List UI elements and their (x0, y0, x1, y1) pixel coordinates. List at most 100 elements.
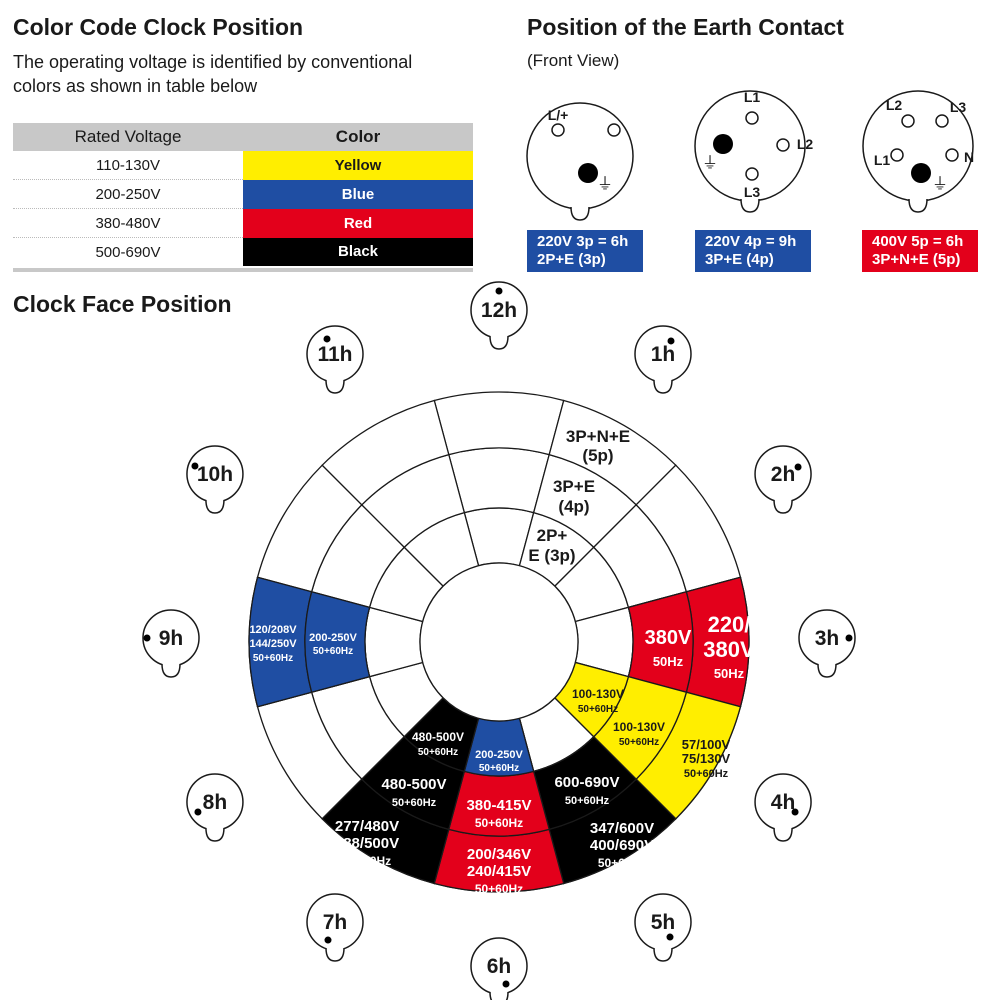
ring-label-inner: E (3p) (528, 546, 575, 565)
segment-voltage-label: 57/100V (682, 737, 731, 752)
pin-hole (935, 114, 949, 128)
table-row: 110-130V Yellow (13, 151, 473, 180)
hour-socket-tab-mask (491, 332, 507, 338)
caption-line-2: 3P+E (4p) (705, 251, 774, 268)
segment-frequency-label: 50+60Hz (343, 854, 391, 868)
segment-frequency-label: 50+60Hz (253, 653, 293, 664)
hour-socket-tab (161, 663, 181, 678)
segment-voltage-label: 220/ (708, 612, 751, 637)
hour-socket-tab (325, 379, 345, 394)
earth-caption-3p: 220V 3p = 6h 2P+E (3p) (527, 230, 643, 272)
segment-voltage-label: 600-690V (554, 774, 619, 791)
hour-socket-tab (325, 948, 345, 962)
segment-voltage-label: 380V (645, 627, 692, 649)
socket-5p-tab (908, 198, 928, 213)
hour-label: 8h (203, 791, 228, 814)
hour-socket-tab (653, 379, 673, 394)
hour-earth-dot (191, 462, 199, 470)
caption-line-1: 220V 3p = 6h (537, 233, 629, 250)
earth-contact-title: Position of the Earth Contact (527, 14, 844, 40)
segment-voltage-label: 100-130V (613, 720, 665, 734)
hour-label: 12h (481, 299, 517, 322)
hour-socket-tab-mask (775, 496, 792, 502)
ring-label-inner: 2P+ (537, 526, 568, 545)
earth-pin (911, 163, 931, 183)
caption-line-2: 2P+E (3p) (537, 251, 606, 268)
segment-voltage-label: 75/130V (682, 751, 731, 766)
segment-voltage-label: 240/415V (467, 863, 531, 880)
segment-frequency-label: 50+60Hz (418, 747, 458, 758)
hour-socket-tab (205, 827, 225, 842)
voltage-cell: 200-250V (13, 179, 243, 209)
earth-icon: ⏚ (932, 175, 948, 193)
pin-hole (551, 123, 565, 137)
hour-socket (754, 445, 812, 514)
hour-socket (306, 325, 364, 394)
socket-4p-tab-mask (742, 195, 758, 201)
pin-hole (745, 167, 759, 181)
hour-socket (186, 445, 244, 514)
ring-label-outer: 3P+N+E (566, 427, 630, 446)
pin-hole (745, 111, 759, 125)
hour-socket-tab-mask (163, 660, 179, 666)
segment-voltage-label: 144/250V (249, 638, 297, 650)
pin-hole (890, 148, 904, 162)
hour-socket-tab-mask (206, 824, 223, 830)
voltage-cell: 110-130V (96, 156, 160, 174)
pin-label: L1 (744, 89, 761, 105)
hour-earth-dot (194, 808, 202, 816)
header-rated-voltage: Rated Voltage (13, 123, 243, 151)
segment-voltage-label: 277/480V (335, 818, 399, 835)
earth-pin (578, 163, 598, 183)
clock-face-title: Clock Face Position (13, 291, 232, 317)
segment-voltage-label: 200/346V (467, 846, 531, 863)
ring-sector (447, 447, 551, 514)
ring-label-middle: 3P+E (553, 477, 595, 496)
socket-4p-tab (740, 198, 760, 213)
table-row: 500-690V Black (13, 237, 473, 266)
hour-label: 10h (197, 463, 233, 486)
segment-voltage-label: 200-250V (475, 749, 523, 761)
hour-socket-tab-mask (819, 660, 835, 666)
segment-voltage-label: 347/600V (590, 820, 654, 837)
earth-caption-4p: 220V 4p = 9h 3P+E (4p) (695, 230, 811, 272)
hour-socket (470, 281, 528, 350)
socket-3p-tab-mask (572, 203, 588, 209)
voltage-color-table: Rated Voltage Color 110-130V Yellow 200-… (13, 123, 473, 266)
segment-frequency-label: 50+60Hz (475, 882, 523, 896)
pin-label: L2 (797, 136, 814, 152)
segment-frequency-label: 50+60Hz (684, 768, 729, 780)
pin-label: L2 (886, 97, 903, 113)
hour-socket-tab-mask (775, 824, 792, 830)
hour-socket-tab-mask (327, 944, 343, 951)
header-color: Color (243, 123, 473, 151)
socket-4p (694, 90, 806, 213)
socket-3p-body (526, 102, 634, 210)
segment-frequency-label: 50Hz (714, 666, 745, 681)
segment-voltage-label: 480-500V (412, 730, 464, 744)
hour-socket (634, 325, 692, 394)
hour-label: 11h (317, 343, 352, 366)
hour-socket-tab-mask (206, 496, 223, 502)
socket-5p-tab-mask (910, 195, 926, 201)
hour-socket (754, 773, 812, 842)
hour-socket (798, 609, 856, 678)
segment-voltage-label: 200-250V (309, 632, 357, 644)
pin-label: N (964, 149, 974, 165)
segment-voltage-label: 100-130V (572, 687, 624, 701)
voltage-cell: 380-480V (13, 208, 243, 238)
hour-socket-tab (773, 499, 793, 514)
hour-earth-dot (667, 337, 675, 345)
hour-socket-tab (205, 499, 225, 514)
hour-socket-tab (653, 948, 673, 962)
table-row: 200-250V Blue (13, 179, 473, 209)
table-row: 380-480V Red (13, 208, 473, 238)
voltage-sector (304, 590, 371, 694)
pin-label: L/+ (548, 107, 569, 123)
caption-line-2: 3P+N+E (5p) (872, 251, 961, 268)
hour-label: 2h (771, 463, 796, 486)
segment-frequency-label: 50+60Hz (475, 816, 523, 830)
pin-label: L3 (744, 184, 761, 200)
hour-socket (142, 609, 200, 678)
